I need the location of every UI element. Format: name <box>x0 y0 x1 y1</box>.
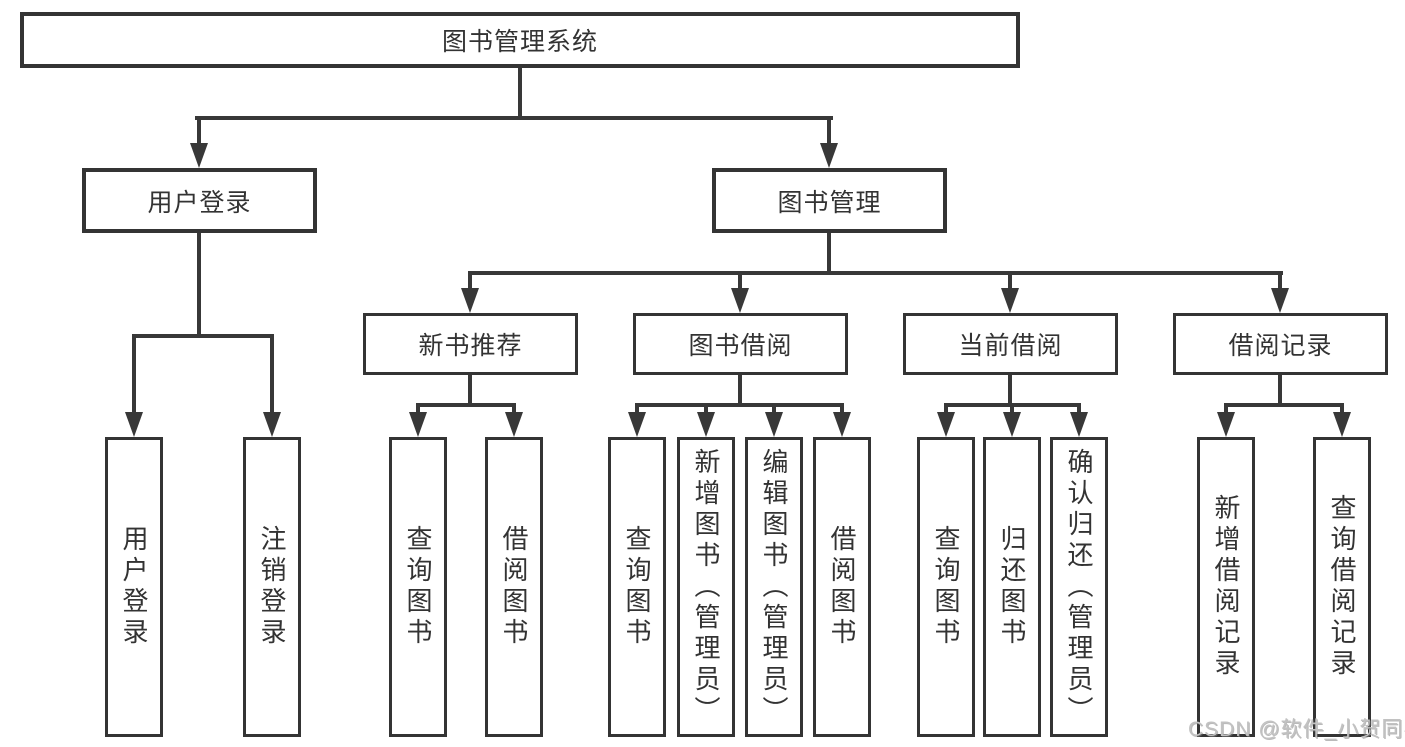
connector-line <box>1008 375 1012 407</box>
arrowhead-icon <box>461 288 479 313</box>
connector-line <box>195 116 833 120</box>
connector-line <box>772 403 776 414</box>
watermark: CSDN @软件_小贺同学 <box>1188 718 1405 741</box>
leaf-query-borrow-record: 查询借阅记录 <box>1313 437 1371 737</box>
leaf-logout-label: 注销登录 <box>257 525 287 649</box>
node-library-system: 图书管理系统 <box>20 12 1020 68</box>
node-borrowing-records: 借阅记录 <box>1173 313 1388 375</box>
leaf-query-books-label: 查询图书 <box>403 525 433 649</box>
connector-line <box>738 271 742 288</box>
node-current-borrowing-label: 当前借阅 <box>958 332 1063 360</box>
leaf-borrow-books-label: 借阅图书 <box>499 525 529 649</box>
leaf-borrow-books-2: 借阅图书 <box>813 437 871 737</box>
leaf-confirm-return-admin: 确认归还（管理员） <box>1050 437 1108 737</box>
connector-line <box>197 116 201 145</box>
connector-line <box>468 375 472 407</box>
node-new-book-recommendation-label: 新书推荐 <box>418 332 523 360</box>
leaf-query-borrow-record-label: 查询借阅记录 <box>1327 494 1357 680</box>
arrowhead-icon <box>628 412 646 437</box>
connector-line <box>1278 271 1282 288</box>
arrowhead-icon <box>505 412 523 437</box>
arrowhead-icon <box>1003 412 1021 437</box>
arrowhead-icon <box>1333 412 1351 437</box>
arrowhead-icon <box>937 412 955 437</box>
node-user-login-label: 用户登录 <box>147 188 252 217</box>
connector-line <box>1008 271 1012 288</box>
leaf-user-login: 用户登录 <box>105 437 163 737</box>
node-book-borrowing: 图书借阅 <box>633 313 848 375</box>
connector-line <box>635 403 844 407</box>
connector-line <box>1224 403 1344 407</box>
leaf-add-book-admin-label: 新增图书（管理员） <box>691 447 721 727</box>
node-new-book-recommendation: 新书推荐 <box>363 313 578 375</box>
connector-line <box>518 68 522 120</box>
connector-line <box>416 403 420 414</box>
arrowhead-icon <box>833 412 851 437</box>
arrowhead-icon <box>731 288 749 313</box>
leaf-add-borrow-record: 新增借阅记录 <box>1197 437 1255 737</box>
leaf-query-books: 查询图书 <box>389 437 447 737</box>
connector-line <box>827 233 831 275</box>
leaf-confirm-return-admin-label: 确认归还（管理员） <box>1064 447 1094 727</box>
leaf-logout: 注销登录 <box>243 437 301 737</box>
leaf-borrow-books-2-label: 借阅图书 <box>827 525 857 649</box>
node-library-system-label: 图书管理系统 <box>441 28 598 56</box>
leaf-return-books-label: 归还图书 <box>997 525 1027 649</box>
arrowhead-icon <box>697 412 715 437</box>
node-book-borrowing-label: 图书借阅 <box>688 332 793 360</box>
connector-line <box>1010 403 1014 414</box>
leaf-query-books-3-label: 查询图书 <box>931 525 961 649</box>
arrowhead-icon <box>190 143 208 168</box>
connector-line <box>1077 403 1081 414</box>
connector-line <box>827 116 831 145</box>
connector-line <box>197 233 201 338</box>
leaf-add-book-admin: 新增图书（管理员） <box>677 437 735 737</box>
leaf-query-books-3: 查询图书 <box>917 437 975 737</box>
arrowhead-icon <box>125 412 143 437</box>
connector-line <box>1340 403 1344 414</box>
connector-line <box>1278 375 1282 407</box>
arrowhead-icon <box>1001 288 1019 313</box>
arrowhead-icon <box>1070 412 1088 437</box>
leaf-return-books: 归还图书 <box>983 437 1041 737</box>
connector-line <box>635 403 639 414</box>
connector-line <box>1224 403 1228 414</box>
node-book-management: 图书管理 <box>712 168 947 233</box>
connector-line <box>468 271 1283 275</box>
connector-line <box>738 375 742 407</box>
node-book-management-label: 图书管理 <box>777 188 882 217</box>
arrowhead-icon <box>263 412 281 437</box>
connector-line <box>132 334 274 338</box>
leaf-edit-book-admin-label: 编辑图书（管理员） <box>759 447 789 727</box>
leaf-user-login-label: 用户登录 <box>119 525 149 649</box>
connector-line <box>468 271 472 288</box>
leaf-query-books-2-label: 查询图书 <box>622 525 652 649</box>
node-borrowing-records-label: 借阅记录 <box>1228 332 1333 360</box>
arrowhead-icon <box>765 412 783 437</box>
connector-line <box>132 334 136 414</box>
node-current-borrowing: 当前借阅 <box>903 313 1118 375</box>
node-user-login: 用户登录 <box>82 168 317 233</box>
leaf-edit-book-admin: 编辑图书（管理员） <box>745 437 803 737</box>
leaf-query-books-2: 查询图书 <box>608 437 666 737</box>
arrowhead-icon <box>1271 288 1289 313</box>
connector-line <box>840 403 844 414</box>
leaf-add-borrow-record-label: 新增借阅记录 <box>1211 494 1241 680</box>
arrowhead-icon <box>820 143 838 168</box>
arrowhead-icon <box>409 412 427 437</box>
connector-line <box>416 403 516 407</box>
arrowhead-icon <box>1217 412 1235 437</box>
connector-line <box>512 403 516 414</box>
connector-line <box>944 403 948 414</box>
leaf-borrow-books: 借阅图书 <box>485 437 543 737</box>
connector-line <box>704 403 708 414</box>
connector-line <box>270 334 274 414</box>
